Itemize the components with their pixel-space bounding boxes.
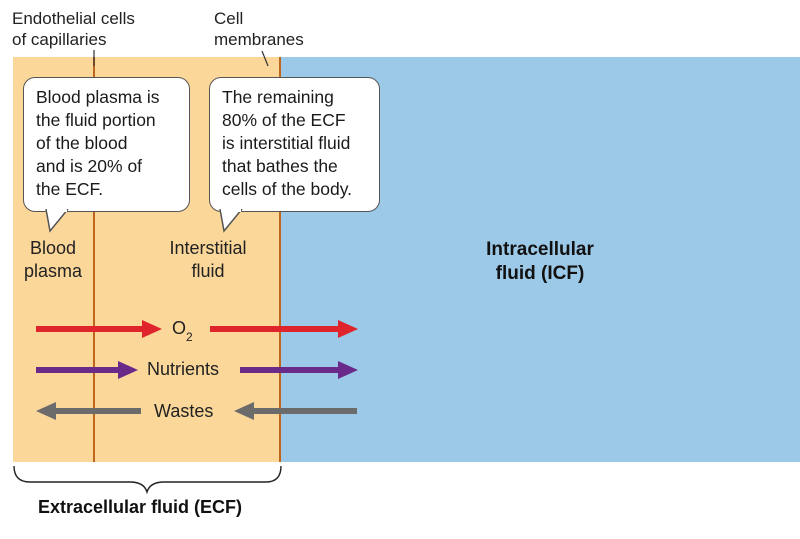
plasma-callout-line: the fluid portion [36,110,156,130]
plasma-callout-line: Blood plasma is [36,87,160,107]
wastes-label: Wastes [154,401,214,421]
plasma-callout: Blood plasma is the fluid portion of the… [23,77,190,212]
endothelial-cells-label: Endothelial cells of capillaries [12,9,135,49]
nutrients-arrowhead-left [118,361,138,379]
cell-membranes-label: Cell membranes [214,9,304,49]
plasma-callout-tail [45,209,69,233]
plasma-callout-line: the ECF. [36,179,104,199]
interstitial-callout-tail [219,209,243,233]
leader-lines [93,50,269,67]
membrane-leader [261,50,269,67]
wastes-arrowhead-left [36,402,56,420]
blood-plasma-label: Blood plasma [23,238,83,281]
o2-arrowhead-left [142,320,162,338]
flow-arrows [36,320,358,420]
wastes-arrowhead-right [234,402,254,420]
o2-arrowhead-right [338,320,358,338]
plasma-callout-line: and is 20% of [36,156,143,176]
interstitial-callout-line: 80% of the ECF [222,110,346,130]
interstitial-callout-line: is interstitial fluid [222,133,351,153]
nutrients-label: Nutrients [147,359,220,379]
intracellular-fluid-label: Intracellular fluid (ICF) [486,239,594,284]
interstitial-fluid-label: Interstitial fluid [169,238,247,281]
capillary-endothelium-line [93,57,95,462]
o2-label: O2 [172,318,193,344]
cell-membrane-line [279,57,281,462]
extracellular-fluid-label: Extracellular fluid (ECF) [38,497,243,517]
interstitial-callout-line: cells of the body. [222,179,353,199]
interstitial-callout-line: The remaining [222,87,334,107]
interstitial-callout-line: that bathes the [222,156,338,176]
interstitial-callout: The remaining 80% of the ECF is intersti… [209,77,380,212]
ecf-brace [13,465,282,495]
plasma-callout-line: of the blood [36,133,128,153]
nutrients-arrowhead-right [338,361,358,379]
